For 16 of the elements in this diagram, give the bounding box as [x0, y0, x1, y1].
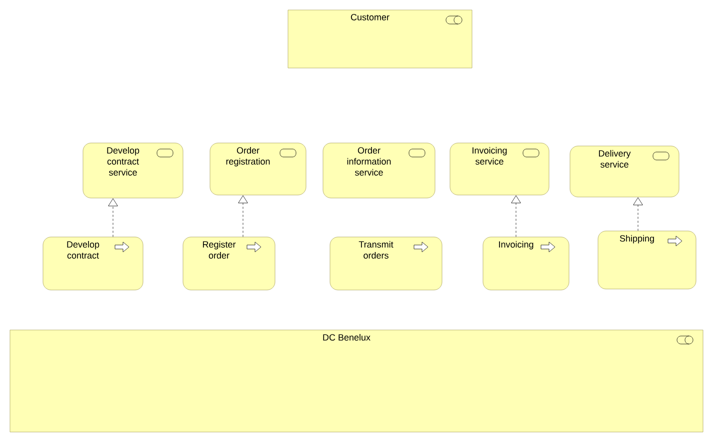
realization-arrow [511, 195, 521, 237]
service-box: Delivery service [570, 146, 680, 198]
realization-arrow [238, 195, 248, 237]
process-box: Develop contract [42, 236, 144, 290]
process-box: Shipping [598, 230, 696, 290]
service-box: Invoicing service [450, 142, 550, 196]
service-box: Order information service [322, 142, 436, 198]
realization-arrow [108, 198, 118, 237]
service-box: Develop contract service [82, 142, 184, 198]
process-box: Register order [182, 236, 276, 290]
process-box: Transmit orders [330, 236, 442, 290]
container-box: DC Benelux [10, 330, 704, 432]
realization-arrow [633, 197, 643, 231]
role-box: Customer [288, 10, 472, 68]
process-box: Invoicing [482, 236, 570, 290]
service-box: Order registration [210, 142, 306, 196]
